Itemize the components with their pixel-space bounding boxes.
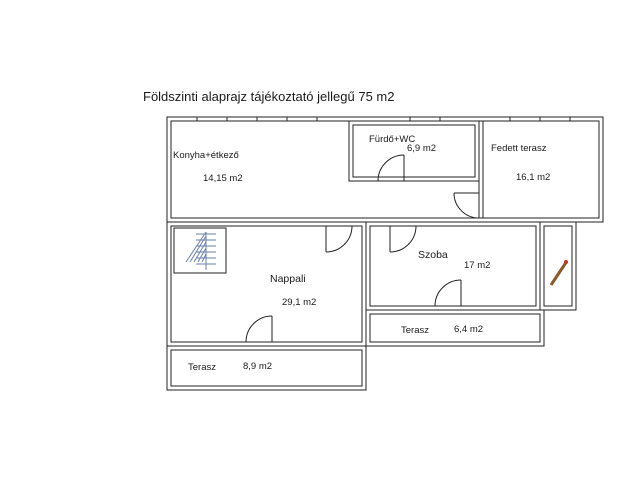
room-door-top bbox=[389, 225, 417, 253]
room-inner-wall bbox=[369, 225, 537, 307]
east-strip-wall bbox=[539, 221, 577, 311]
living-room-name: Nappali bbox=[270, 273, 306, 285]
kitchen-area: 14,15 m2 bbox=[203, 173, 243, 184]
top-block-outer-wall bbox=[166, 116, 604, 223]
east-terrace-name: Terasz bbox=[401, 325, 429, 336]
covered-terrace-name: Fedett terasz bbox=[491, 143, 547, 154]
east-terrace-wall bbox=[365, 309, 545, 347]
east-terrace-inner-wall bbox=[369, 313, 541, 343]
bathroom-door bbox=[377, 154, 405, 182]
kitchen-name: Konyha+étkező bbox=[173, 150, 239, 161]
south-terrace-wall bbox=[166, 345, 367, 391]
kitchen-door bbox=[453, 192, 480, 219]
living-inner-wall bbox=[170, 225, 363, 343]
room-door-bottom bbox=[434, 279, 462, 307]
living-outer-wall bbox=[166, 221, 367, 347]
living-room-area: 29,1 m2 bbox=[282, 297, 316, 308]
bathroom-name: Fürdő+WC bbox=[369, 134, 415, 145]
bathroom-inner-wall bbox=[352, 124, 476, 178]
plan-title: Földszinti alaprajz tájékoztató jellegű … bbox=[143, 89, 395, 104]
east-terrace-area: 6,4 m2 bbox=[454, 324, 483, 335]
covered-terrace-area: 16,1 m2 bbox=[516, 172, 550, 183]
room-name: Szoba bbox=[418, 249, 448, 261]
staircase bbox=[173, 227, 227, 274]
bathroom-area: 6,9 m2 bbox=[407, 143, 436, 154]
south-terrace-inner-wall bbox=[170, 349, 363, 387]
south-terrace-name: Terasz bbox=[188, 362, 216, 373]
room-area: 17 m2 bbox=[464, 260, 490, 271]
east-strip-inner-wall bbox=[543, 225, 573, 307]
living-door-top bbox=[325, 225, 353, 253]
walls bbox=[166, 116, 604, 391]
doors bbox=[245, 154, 480, 343]
heater-icon bbox=[549, 260, 569, 286]
south-terrace-area: 8,9 m2 bbox=[243, 361, 272, 372]
wall-ticks bbox=[196, 117, 571, 121]
living-door-bottom bbox=[245, 315, 273, 343]
room-outer-wall bbox=[365, 221, 541, 311]
